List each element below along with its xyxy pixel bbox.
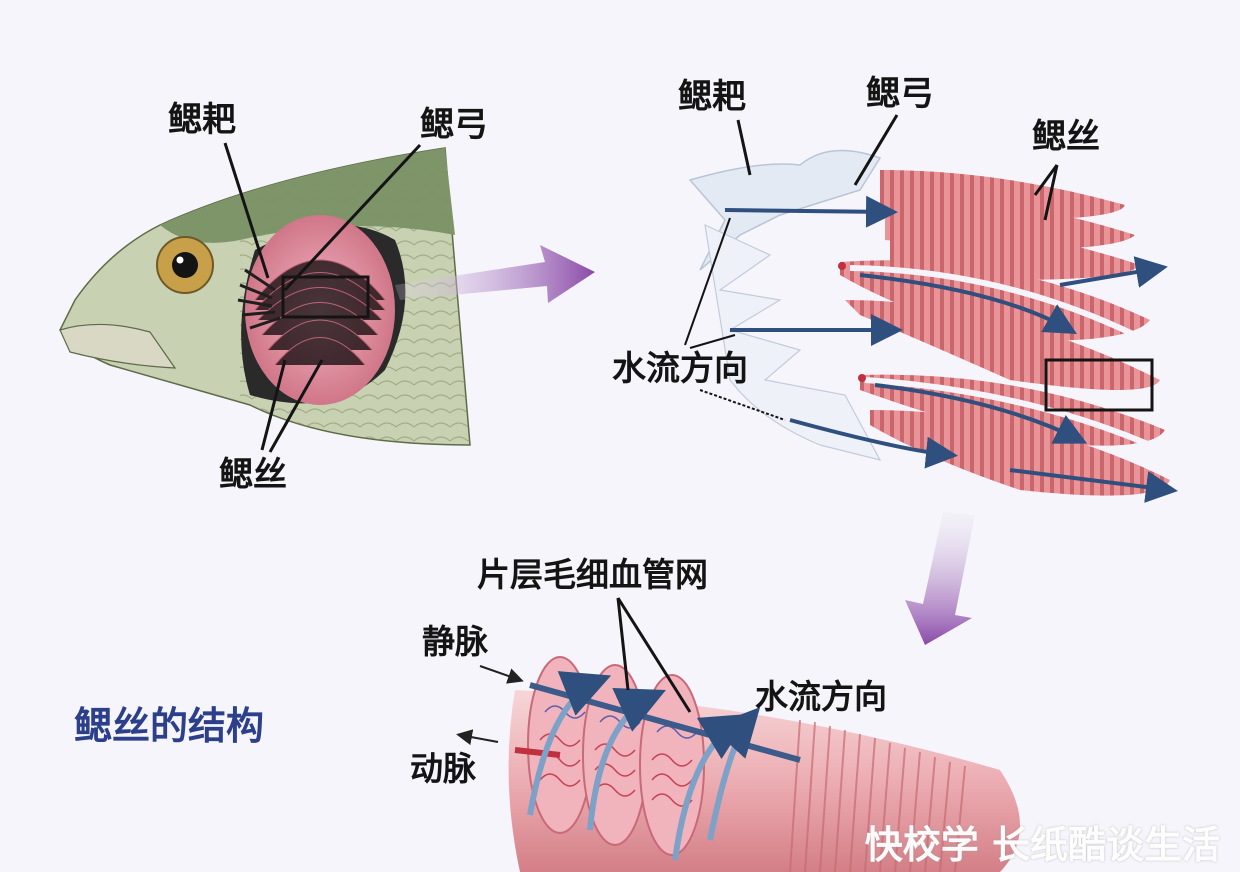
highlight-box-a	[281, 275, 370, 319]
label-gill-filament-b: 鳃丝	[1032, 117, 1100, 157]
gill-arch-closeup	[684, 114, 1178, 503]
watermark: 快校学 长纸酷谈生活	[864, 823, 1220, 867]
fish-head-illustration	[59, 142, 471, 453]
label-gill-arch-b: 鳃弓	[866, 74, 934, 114]
fish-jaw	[59, 323, 177, 369]
label-gill-filament-a: 鳃丝	[219, 455, 287, 495]
artery-vessel	[514, 747, 561, 758]
transition-arrow-a-b	[395, 245, 595, 303]
label-vein: 静脉	[422, 622, 488, 661]
label-artery: 动脉	[410, 749, 476, 788]
label-gill-raker-b: 鳃耙	[678, 77, 746, 117]
gill-filaments-b	[840, 170, 1170, 496]
transition-arrow-b-c	[905, 512, 975, 645]
label-gill-raker-a: 鳃耙	[168, 100, 236, 140]
label-capillary-network: 片层毛细血管网	[477, 555, 708, 594]
water-flow-lines-b	[724, 195, 1178, 503]
label-water-flow-b: 水流方向	[612, 349, 748, 389]
label-gill-arch-a: 鳃弓	[420, 105, 488, 145]
filament-detail	[456, 597, 1020, 872]
water-flow-lines-c	[527, 671, 761, 861]
highlight-box-b	[1044, 358, 1154, 412]
gill-rakers-a	[237, 268, 281, 330]
label-water-flow-c: 水流方向	[755, 677, 887, 716]
diagram-title: 鳃丝的结构	[74, 704, 265, 748]
